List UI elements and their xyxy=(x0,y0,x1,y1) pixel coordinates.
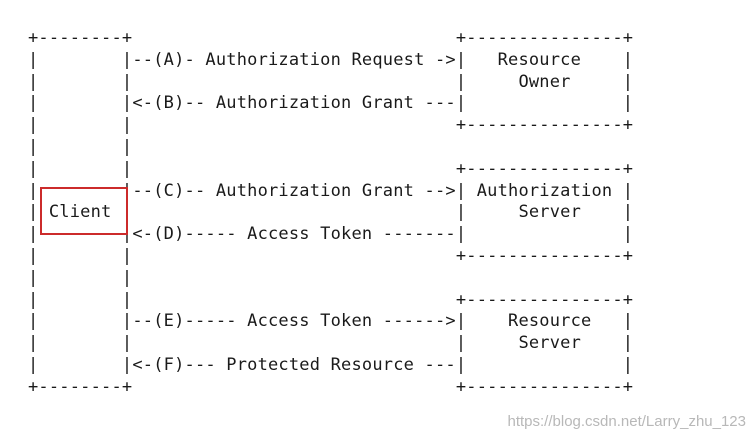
diagram-line-3: | | | Owner | xyxy=(28,71,634,92)
diagram-line-11: | | +---------------+ xyxy=(28,246,634,266)
diagram-line-13: | | +---------------+ xyxy=(28,289,634,310)
watermark-url: https://blog.csdn.net/Larry_zhu_123 xyxy=(507,413,747,430)
diagram-line-2-request-a: | |--(A)- Authorization Request ->| Reso… xyxy=(28,49,634,70)
diagram-line-4-grant-b: | |<-(B)-- Authorization Grant ---| | xyxy=(28,93,634,114)
diagram-line-6: | | xyxy=(28,137,133,157)
diagram-line-12: | | xyxy=(28,267,133,288)
client-highlight-box xyxy=(40,187,128,235)
diagram-line-15: | | | Server | xyxy=(28,333,634,354)
diagram-line-5: | | +---------------+ xyxy=(28,115,634,136)
diagram-line-17: +--------+ +---------------+ xyxy=(28,376,634,397)
diagram-line-8-grant-c: | |--(C)-- Authorization Grant -->| Auth… xyxy=(28,180,634,201)
oauth-flow-ascii-diagram: +--------+ +---------------+ | |--(A)- A… xyxy=(28,28,633,420)
diagram-line-14-token-e: | |--(E)----- Access Token ------>| Reso… xyxy=(28,311,634,332)
diagram-line-16-resource-f: | |<-(F)--- Protected Resource ---| | xyxy=(28,355,634,375)
diagram-line-7: | | +---------------+ xyxy=(28,158,634,179)
diagram-line-1: +--------+ +---------------+ xyxy=(28,28,634,48)
diagram-line-10-token-d: | |<-(D)----- Access Token -------| | xyxy=(28,224,634,245)
